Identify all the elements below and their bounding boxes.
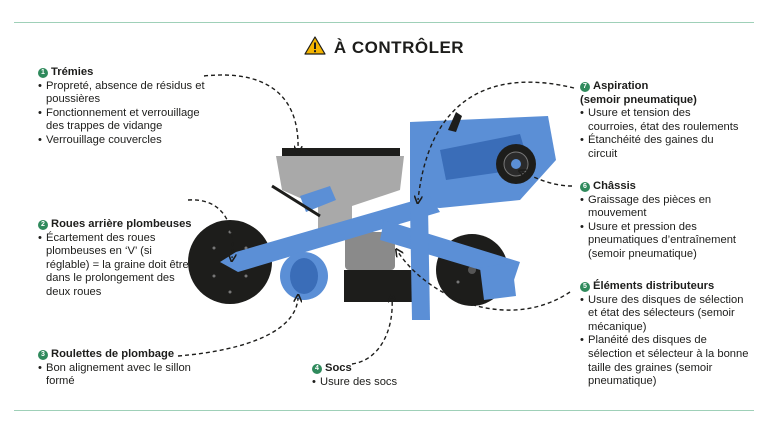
callout-number: 7 (580, 81, 590, 92)
leader-7 (418, 81, 575, 200)
callout-item: Fonctionnement et verrouillage des trapp… (38, 107, 214, 134)
callout-title: Roues arrière plombeuses (51, 218, 192, 230)
callout-number: 6 (580, 181, 590, 192)
bottom-divider (14, 410, 754, 411)
title-text: À CONTRÔLER (333, 38, 465, 57)
callout-item: Usure des disques de sélection et état d… (580, 294, 750, 335)
press-roller (280, 252, 328, 300)
callout-item: Écartement des roues plombeuses en ‘V’ (… (38, 232, 198, 300)
callout-item: Bon alignement avec le sillon formé (38, 362, 198, 389)
callout-item: Verrouillage couvercles (38, 134, 214, 148)
warning-triangle-icon (304, 36, 326, 60)
callout-title: Aspiration (593, 80, 649, 92)
lever (448, 112, 462, 132)
callout-item: Usure et pression des pneumatiques d’ent… (580, 221, 740, 262)
callout-title: Trémies (51, 66, 94, 78)
callout-title: Socs (325, 362, 352, 374)
callout-number: 3 (38, 349, 48, 360)
top-divider (14, 22, 754, 23)
callout-number: 5 (580, 281, 590, 292)
callout-title: Éléments distributeurs (593, 280, 715, 292)
callout-item: Planéité des disques de sélection et sél… (580, 334, 750, 388)
callout-item: Usure et tension des courroies, état des… (580, 107, 740, 134)
callout-item: Étanchéité des gaines du circuit (580, 134, 740, 161)
callout-number: 2 (38, 219, 48, 230)
callout-title: Roulettes de plombage (51, 348, 175, 360)
callout-item: Graissage des pièces en mouvement (580, 194, 740, 221)
coulter-base (344, 270, 418, 302)
leader-5 (398, 252, 571, 311)
callout-item: Usure des socs (312, 376, 422, 390)
rear-arm (271, 184, 321, 218)
leader-3 (177, 298, 298, 357)
callout-subtitle: (semoir pneumatique) (580, 93, 697, 106)
callout-title: Châssis (593, 180, 636, 192)
leader-2 (187, 199, 233, 258)
suction-pulley (496, 144, 536, 184)
leader-1 (203, 74, 298, 150)
hopper (276, 148, 404, 270)
page-title: À CONTRÔLER (0, 36, 768, 60)
callout-item: Propreté, absence de résidus et poussièr… (38, 80, 214, 107)
leader-4 (351, 298, 392, 365)
callout-number: 1 (38, 67, 48, 78)
callout-number: 4 (312, 363, 322, 374)
